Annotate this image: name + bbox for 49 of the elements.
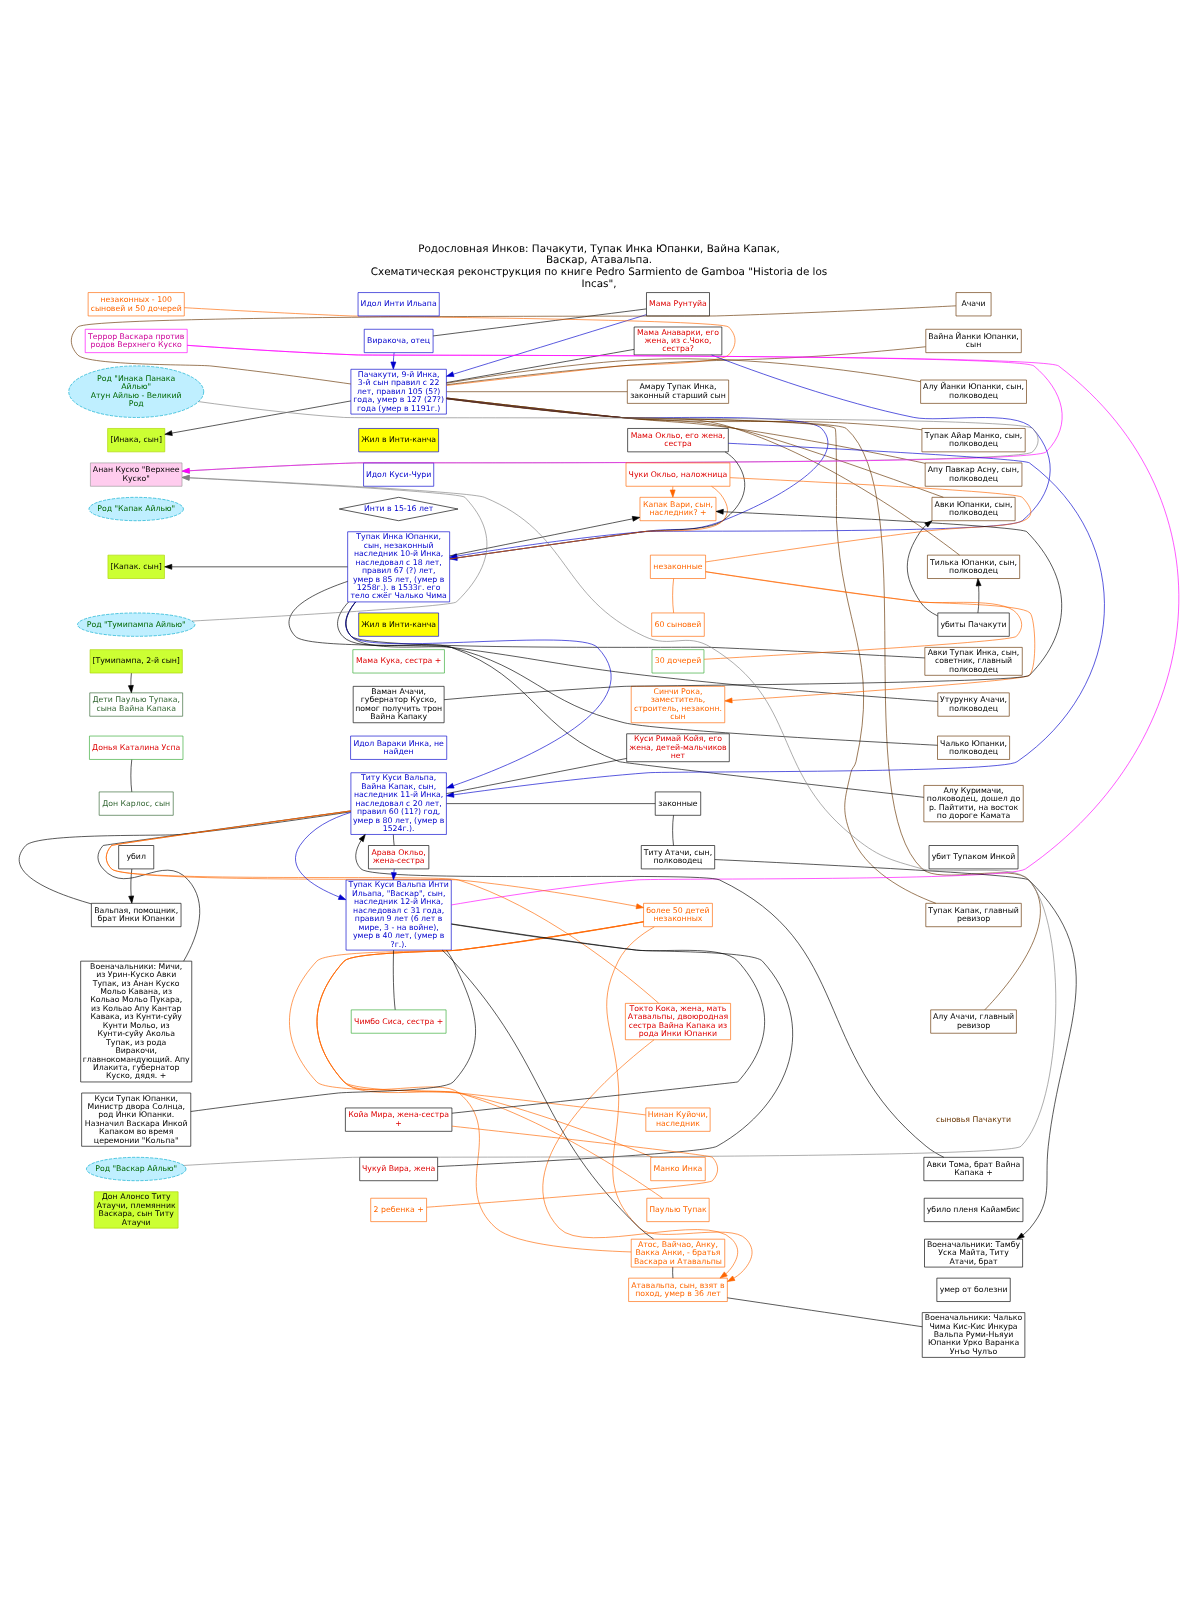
arrow: [606, 926, 753, 1282]
connector: [446, 397, 960, 556]
arrow: [390, 352, 397, 370]
connector: [337, 601, 925, 798]
arrow: [906, 520, 938, 617]
connector: [441, 949, 654, 1240]
connector: [345, 601, 939, 702]
connector: [672, 578, 674, 614]
arrow: [975, 578, 982, 614]
connector: [446, 758, 627, 794]
arrow: [345, 601, 612, 789]
arrow: [181, 345, 1063, 474]
connector: [393, 834, 395, 846]
connector: [18, 811, 352, 905]
connector: [446, 397, 944, 498]
connector: [289, 921, 663, 1199]
connector: [183, 307, 736, 386]
connector: [446, 397, 926, 464]
connector: [451, 923, 765, 1114]
connector: [672, 815, 674, 846]
arrow: [295, 812, 352, 900]
connector: [437, 923, 793, 1167]
connector: [446, 398, 923, 431]
connector: [446, 349, 635, 383]
connector: [105, 810, 659, 1004]
connector: [703, 571, 1022, 660]
connector: [426, 1125, 718, 1208]
arrow: [705, 571, 1036, 704]
arrow: [446, 314, 647, 377]
arrow: [128, 868, 134, 904]
arrow: [128, 672, 134, 693]
arrow: [164, 400, 352, 436]
connector: [432, 308, 647, 337]
arrow: [669, 486, 676, 498]
connector: [288, 581, 938, 746]
connector: [316, 921, 644, 1253]
connector: [190, 950, 476, 1112]
connector: [71, 305, 957, 385]
connector: [446, 346, 926, 386]
connector: [705, 477, 1032, 563]
connector: [97, 810, 352, 962]
arrow: [443, 508, 1062, 700]
arrow: [542, 1039, 738, 1279]
arrow: [164, 564, 348, 570]
arrow: [714, 859, 1077, 1240]
connector: [186, 345, 1179, 906]
arrow: [355, 834, 945, 1158]
arrow: [391, 868, 397, 881]
connector: [446, 358, 921, 384]
